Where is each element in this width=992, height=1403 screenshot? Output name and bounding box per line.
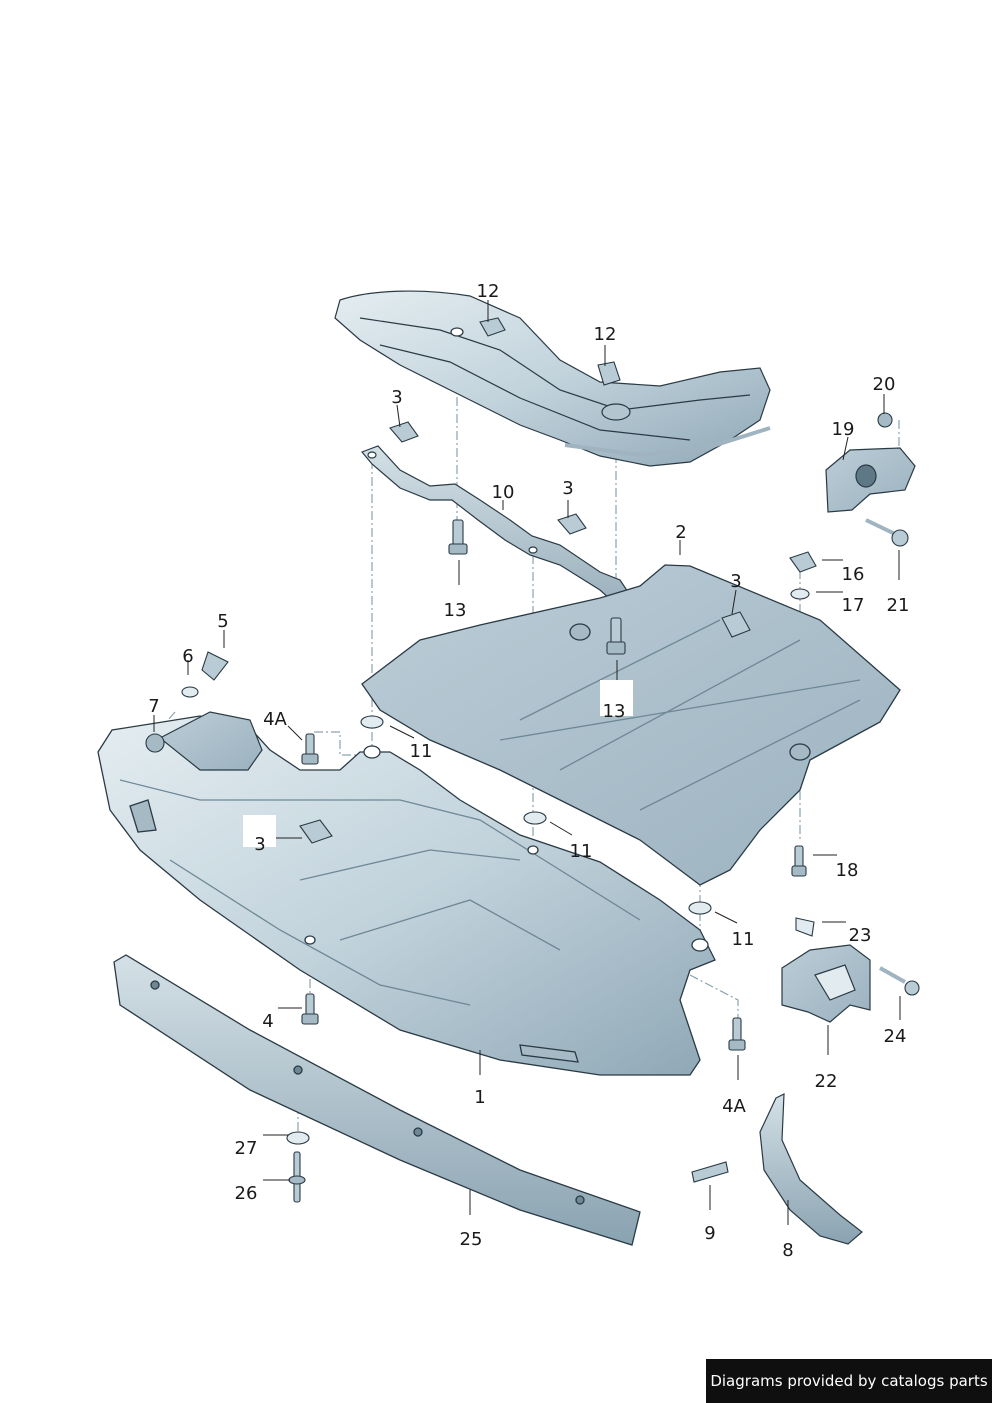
bracket-22: [781, 944, 871, 1023]
rear-panel-2: [361, 564, 901, 886]
callout-16: 16: [842, 564, 865, 585]
callout-27: 27: [235, 1138, 258, 1159]
fasteners: [145, 317, 920, 1203]
callout-9: 9: [704, 1223, 715, 1244]
label-bg-13: [600, 680, 633, 716]
callout-3a: 3: [391, 387, 402, 408]
callout-2: 2: [675, 522, 686, 543]
callout-11a: 11: [410, 741, 433, 762]
callout-17: 17: [842, 595, 865, 616]
callout-22: 22: [815, 1071, 838, 1092]
bracket-8: [759, 1093, 863, 1245]
callout-26: 26: [235, 1183, 258, 1204]
callout-13a: 13: [444, 600, 467, 621]
side-bracket: [158, 711, 263, 771]
callout-12a: 12: [477, 281, 500, 302]
callout-25: 25: [460, 1229, 483, 1250]
callout-11b: 11: [570, 841, 593, 862]
callout-24: 24: [884, 1026, 907, 1047]
callout-23: 23: [849, 925, 872, 946]
leader-lines: [153, 300, 901, 1225]
callout-21: 21: [887, 595, 910, 616]
callout-4A-bottom: 4A: [722, 1096, 746, 1117]
callout-labels: 12 12 3 3 3 3 10 2 20 19 13 13 16 17 21 …: [148, 281, 909, 1261]
callout-5: 5: [217, 611, 228, 632]
callout-3c: 3: [730, 571, 741, 592]
engine-shield-1: [97, 715, 716, 1076]
callout-18: 18: [836, 860, 859, 881]
footer-credit: Diagrams provided by catalogs parts: [706, 1359, 992, 1403]
callout-3d: 3: [254, 834, 265, 855]
callout-11c: 11: [732, 929, 755, 950]
callout-4: 4: [262, 1011, 273, 1032]
strip-25: [113, 954, 641, 1246]
callout-1: 1: [474, 1087, 485, 1108]
callout-12b: 12: [594, 324, 617, 345]
subframe: [334, 290, 771, 467]
callout-13b: 13: [603, 701, 626, 722]
callout-6: 6: [182, 646, 193, 667]
callout-4A-top: 4A: [263, 709, 287, 730]
label-bg-3: [243, 815, 276, 847]
callout-19: 19: [832, 419, 855, 440]
callout-8: 8: [782, 1240, 793, 1261]
callout-7: 7: [148, 696, 159, 717]
callout-10: 10: [492, 482, 515, 503]
bracket-19: [825, 447, 916, 513]
callout-3b: 3: [562, 478, 573, 499]
callout-20: 20: [873, 374, 896, 395]
